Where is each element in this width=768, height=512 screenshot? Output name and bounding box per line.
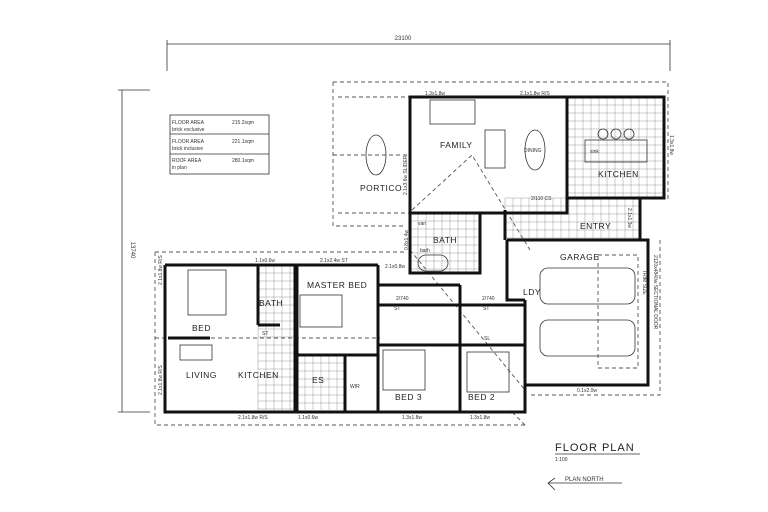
room-living: LIVING: [186, 370, 217, 380]
area-sub: brick exclusive: [172, 127, 205, 133]
room-kitchen-left: KITCHEN: [238, 370, 279, 380]
window-label: 2.1x1.8w R/S: [238, 415, 268, 421]
window-label: 2.1x1.3w: [626, 208, 632, 228]
furniture: [179, 99, 648, 393]
room-bed2: BED 2: [468, 392, 495, 402]
sofa: [484, 129, 506, 169]
window-label: 2.1x1.8w R/S: [158, 255, 164, 285]
kitchen-island: [584, 139, 648, 163]
bed: [466, 351, 510, 393]
overall-width-dimension: 23100: [166, 36, 671, 71]
portico-table: [365, 134, 387, 176]
window-label: 1.1x0.6w: [255, 258, 275, 264]
bed: [382, 349, 426, 391]
vanity-label: van: [418, 221, 426, 227]
bath-label: bath: [420, 248, 430, 254]
window-label: 1.3x1.8w: [668, 135, 674, 155]
area-sub: brick inclusive: [172, 146, 203, 152]
window-label: 2.1x2.4w ST: [320, 258, 348, 264]
sofa: [179, 344, 213, 361]
window-label: 1.1x0.6w: [298, 415, 318, 421]
window-label: 2.1x0.8w: [385, 264, 405, 270]
door-label: 2/110 CS: [531, 196, 552, 202]
area-value: 280.1sqm: [232, 158, 254, 164]
window-label: 2.1x1.8w R/S: [158, 365, 164, 395]
sink-label: sink: [590, 149, 599, 155]
room-bed3: BED 3: [395, 392, 422, 402]
area-table: FLOOR AREA brick exclusive 215.2sqm FLOO…: [169, 114, 270, 175]
room-labels: PORTICO FAMILY DINING KITCHEN ENTRY BATH…: [186, 140, 639, 402]
storage-label: ST: [483, 306, 489, 312]
door-label: SL: [484, 336, 490, 342]
sofa: [429, 99, 476, 125]
room-master-bed: MASTER BED: [307, 280, 367, 290]
car: [539, 254, 639, 369]
overall-depth-dimension: 13740: [118, 89, 150, 413]
storage-label: ST: [262, 331, 268, 337]
area-sub: in plan: [172, 165, 187, 171]
area-label: FLOOR AREA: [172, 120, 205, 126]
area-value: 215.2sqm: [232, 120, 254, 126]
room-bath-left: BATH: [259, 298, 283, 308]
room-bed: BED: [192, 323, 211, 333]
title: FLOOR PLAN: [555, 442, 635, 454]
area-label: FLOOR AREA: [172, 139, 205, 145]
dining-table: [524, 129, 546, 171]
window-label: 2.1x3.6w SLIDER: [403, 155, 409, 195]
area-value: 221.1sqm: [232, 139, 254, 145]
north-label: PLAN NORTH: [565, 477, 604, 483]
window-label: 1.3x1.8w: [470, 415, 490, 421]
room-ensuite: ES: [312, 375, 324, 385]
width-label: 23100: [395, 36, 412, 42]
garage-door-label: 2120x4840w SECTIONAL DOOR: [652, 255, 658, 330]
room-laundry: LDY: [523, 287, 541, 297]
annotations: 1.3x1.8w 2.1x1.8w R/S 2.1x3.6w SLIDER 1.…: [158, 91, 674, 421]
depth-label: 13740: [129, 242, 135, 259]
bed: [299, 294, 343, 328]
storage-label: ST: [394, 306, 400, 312]
room-kitchen: KITCHEN: [598, 169, 639, 179]
area-label: ROOF AREA: [172, 158, 202, 164]
window-label: 1.3x1.8w: [425, 91, 445, 97]
trim-label: TRIM SIZE: [641, 270, 647, 295]
window-label: 0.8x1.4w: [404, 230, 410, 250]
room-dining: DINING: [524, 148, 542, 154]
roof-outline: [154, 81, 669, 426]
window-label: 1.3x1.8w: [402, 415, 422, 421]
room-garage: GARAGE: [560, 252, 599, 262]
bed: [187, 269, 227, 316]
door-label: 2/740: [396, 296, 409, 302]
room-portico: PORTICO: [360, 183, 402, 193]
walls: [163, 95, 666, 414]
room-family: FAMILY: [440, 140, 473, 150]
window-label: 0.1x2.0w: [577, 388, 597, 394]
bathtub: [417, 254, 449, 272]
window-label: 2.1x1.8w R/S: [520, 91, 550, 97]
north-arrow-icon: [547, 477, 622, 491]
room-bath: BATH: [433, 235, 457, 245]
room-entry: ENTRY: [580, 221, 611, 231]
room-wir: WIR: [350, 384, 360, 390]
plan-title: FLOOR PLAN 1:100 PLAN NORTH: [547, 442, 640, 491]
scale: 1:100: [555, 457, 568, 463]
door-label: 2/740: [482, 296, 495, 302]
